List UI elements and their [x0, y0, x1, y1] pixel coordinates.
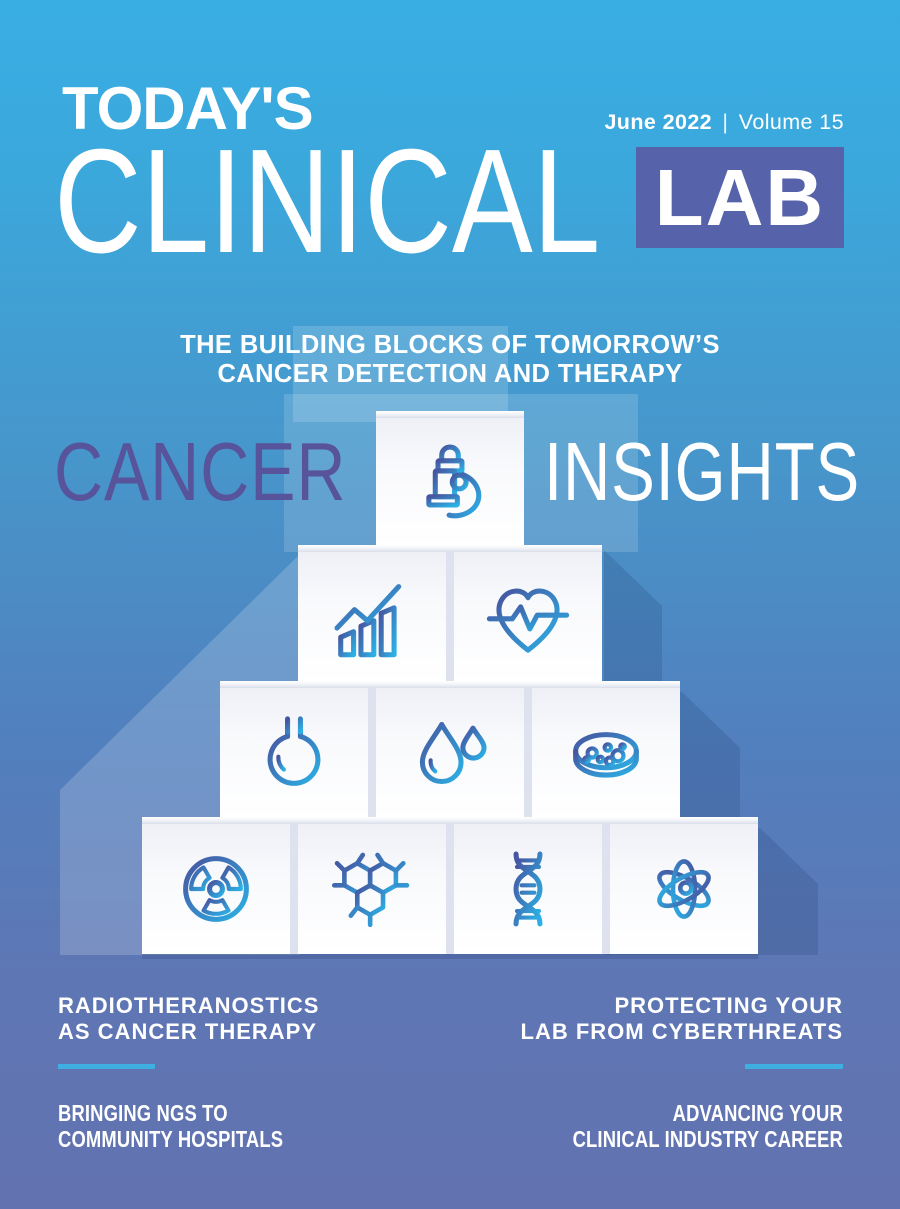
teaser-line: LAB FROM CYBERTHREATS [520, 1019, 843, 1044]
issue-date: June 2022 [604, 110, 713, 134]
brand-wordmark-main: CLINICAL [54, 119, 601, 284]
droplets-icon [404, 707, 496, 799]
radiation-icon [170, 843, 262, 935]
brand-box: LAB [636, 147, 844, 248]
pyramid-block [454, 824, 602, 954]
pyramid-block [142, 824, 290, 954]
pyramid-base-shadow [142, 954, 758, 959]
teaser-line: CLINICAL INDUSTRY CAREER [572, 1126, 843, 1152]
brand-box-label: LAB [654, 152, 826, 242]
pyramid-block [454, 552, 602, 682]
teaser-divider-left [58, 1064, 155, 1069]
heart-pulse-icon [482, 571, 574, 663]
teaser-divider-right [745, 1064, 843, 1069]
issue-separator: | [722, 110, 729, 134]
teaser-line: PROTECTING YOUR [614, 993, 843, 1018]
headline-line-2: CANCER DETECTION AND THERAPY [217, 360, 683, 388]
pyramid-row [220, 688, 680, 818]
flask-icon [248, 707, 340, 799]
pyramid-block [610, 824, 758, 954]
petri-dish-icon [560, 707, 652, 799]
headline-line-1: THE BUILDING BLOCKS OF TOMORROW’S [180, 331, 720, 359]
pyramid-back-block-upper [293, 326, 508, 422]
pyramid-block [298, 824, 446, 954]
headline: THE BUILDING BLOCKS OF TOMORROW’S CANCER… [0, 331, 900, 389]
pyramid-row-top-face [376, 411, 524, 418]
teaser-line: COMMUNITY HOSPITALS [58, 1126, 284, 1152]
pyramid-row-top-face [142, 817, 758, 824]
brand-wordmark-top: TODAY'S [62, 75, 314, 142]
pyramid-block [376, 418, 524, 546]
molecule-icon [326, 843, 418, 935]
pyramid-block [220, 688, 368, 818]
pyramid-block [532, 688, 680, 818]
cover-title-insights: INSIGHTS [544, 425, 860, 518]
pyramid-row [376, 418, 524, 546]
dna-icon [482, 843, 574, 935]
pyramid-row [298, 552, 602, 682]
atom-icon [638, 843, 730, 935]
teaser-line: AS CANCER THERAPY [58, 1019, 318, 1044]
issue-volume: Volume 15 [738, 110, 844, 134]
pyramid-row [142, 824, 758, 954]
pyramid-row-top-face [298, 545, 602, 552]
teaser-line: BRINGING NGS TO [58, 1100, 228, 1126]
issue-line: June 2022 | Volume 15 [604, 110, 844, 135]
bar-chart-icon [326, 571, 418, 663]
cover-title-cancer: CANCER [54, 425, 347, 518]
teaser-line: ADVANCING YOUR [672, 1100, 843, 1126]
pyramid-block [376, 688, 524, 818]
teaser-line: RADIOTHERANOSTICS [58, 993, 320, 1018]
pyramid-block [298, 552, 446, 682]
pyramid-row-top-face [220, 681, 680, 688]
microscope-icon [404, 436, 496, 528]
